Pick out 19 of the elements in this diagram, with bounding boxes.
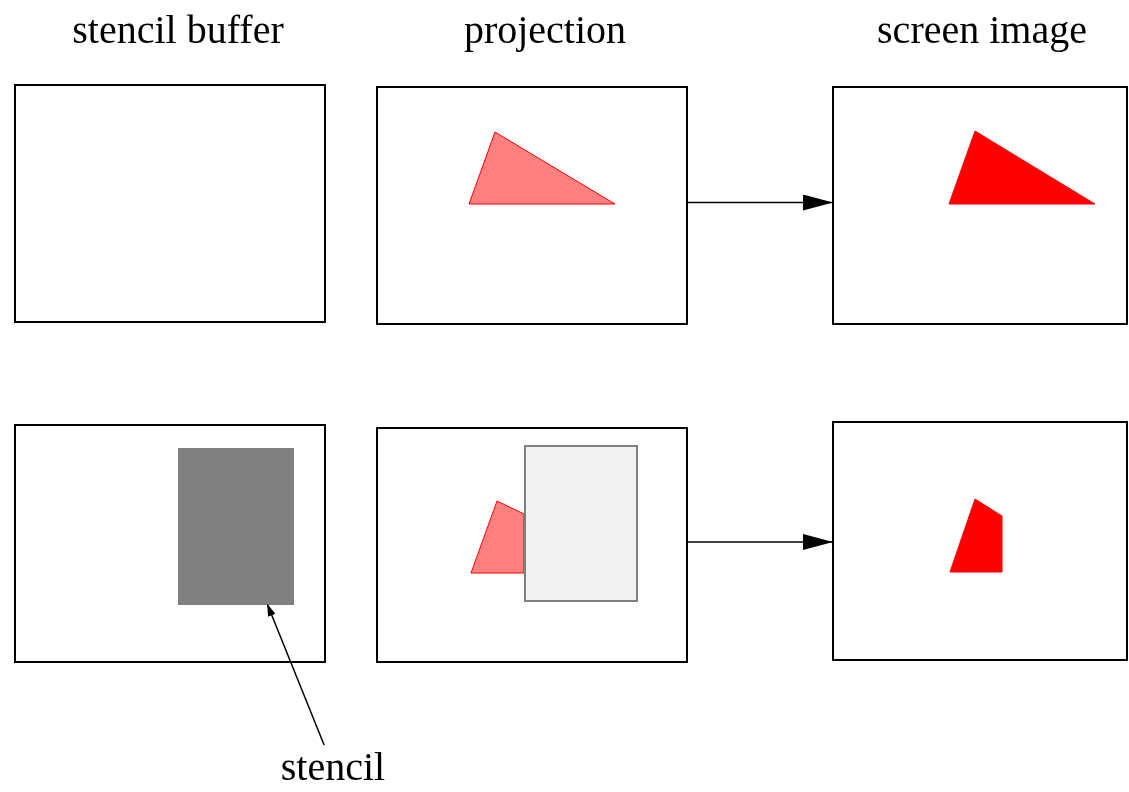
column-heading: stencil buffer	[72, 10, 284, 50]
screen-frame	[832, 86, 1128, 325]
screen-frame	[832, 421, 1128, 661]
leader-line	[266, 604, 325, 746]
projected-stencil-rectangle	[524, 445, 638, 602]
triangle	[471, 501, 524, 573]
triangle	[469, 132, 615, 204]
projection-frame	[376, 86, 688, 325]
triangle	[949, 131, 1095, 204]
stencil-rectangle	[178, 448, 294, 605]
stencil-label: stencil	[270, 745, 396, 789]
arrow	[687, 534, 833, 550]
projection-frame	[376, 427, 688, 663]
stencil-buffer-frame	[14, 424, 326, 663]
column-heading: screen image	[877, 10, 1087, 50]
stencil-buffer-frame	[14, 84, 326, 323]
column-heading: projection	[463, 10, 627, 50]
arrow	[687, 194, 833, 211]
clipped-triangle	[950, 499, 1002, 572]
